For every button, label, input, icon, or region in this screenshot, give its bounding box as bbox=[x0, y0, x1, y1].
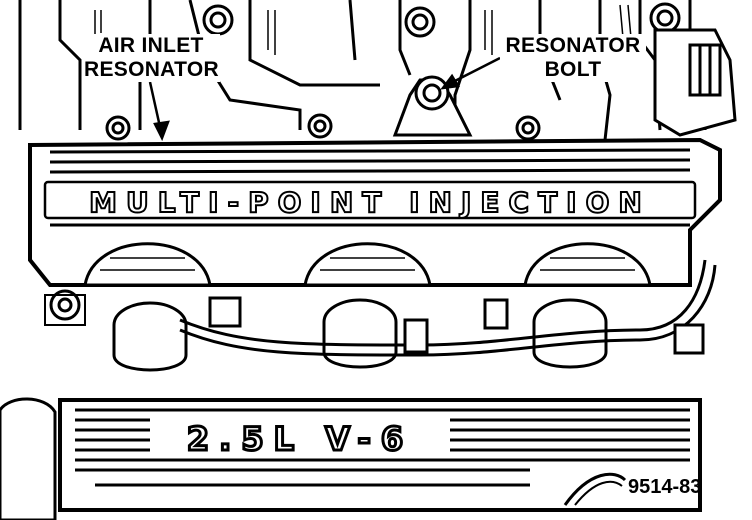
resonator-bolt-line2: BOLT bbox=[544, 58, 602, 81]
resonator-bolt-label: RESONATOR BOLT bbox=[500, 34, 646, 82]
resonator-lettering: MULTI-POINT INJECTION bbox=[89, 186, 651, 219]
air-inlet-resonator-line1: AIR INLET bbox=[98, 34, 204, 57]
wiring-harness bbox=[179, 259, 717, 357]
air-inlet-resonator-label: AIR INLET RESONATOR bbox=[82, 34, 220, 82]
air-inlet-resonator: MULTI-POINT INJECTION bbox=[28, 137, 722, 287]
resonator-flange-bolts bbox=[105, 113, 541, 141]
air-inlet-resonator-line2: RESONATOR bbox=[84, 58, 219, 81]
right-bracket bbox=[653, 28, 737, 137]
resonator-bolt bbox=[392, 75, 473, 137]
figure-number: 9514-83 bbox=[628, 476, 702, 498]
engine-cover: 2.5L V-6 bbox=[0, 397, 702, 520]
leader-lines bbox=[148, 56, 501, 142]
resonator-bolt-line1: RESONATOR bbox=[505, 34, 641, 57]
engine-cover-lettering: 2.5L V-6 bbox=[187, 420, 413, 458]
